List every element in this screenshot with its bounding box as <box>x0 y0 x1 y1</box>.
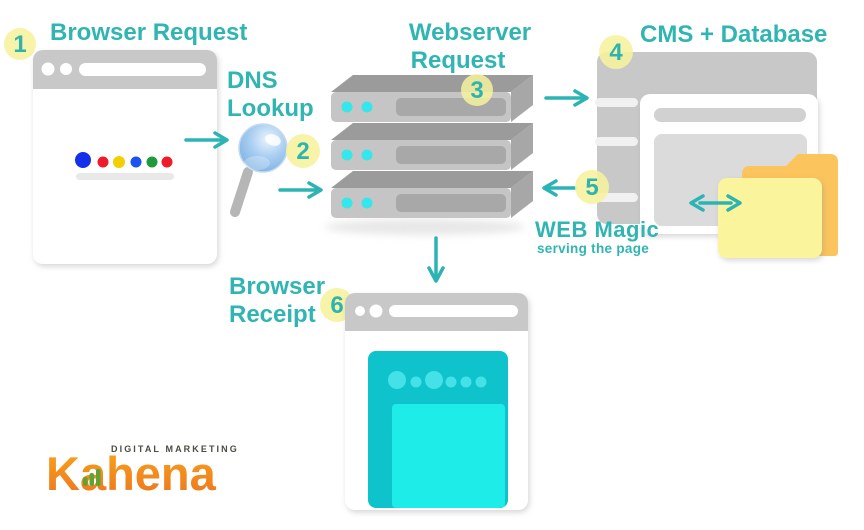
step3-number-badge <box>461 74 493 106</box>
browser-body <box>33 50 217 264</box>
arrow-right-icon <box>544 89 589 107</box>
server-panel <box>396 194 506 212</box>
logo-shadow-bar <box>76 173 174 180</box>
server-unit <box>331 171 533 218</box>
search-logo-dots <box>75 152 174 180</box>
server-panel <box>396 146 506 164</box>
lens-sheen <box>244 156 270 170</box>
page-inner-block <box>392 404 505 508</box>
step5-label-line2: serving the page <box>537 241 649 256</box>
bar-chart-icon <box>83 469 101 486</box>
server-led <box>361 101 373 113</box>
lens-highlight <box>265 134 281 146</box>
step1-browser-request: 1 Browser Request <box>4 19 247 264</box>
step1-label: Browser Request <box>50 19 247 46</box>
step5-number: 5 <box>585 174 598 201</box>
step4-label: CMS + Database <box>640 21 827 48</box>
magnifying-glass-icon <box>230 123 288 217</box>
server-side <box>511 171 533 218</box>
step3-label-line1: Webserver <box>409 19 531 46</box>
step4-number: 4 <box>609 39 623 66</box>
logo-dot-red <box>97 156 109 168</box>
logo-bar <box>83 477 88 486</box>
folder-icon <box>718 154 838 258</box>
server-unit <box>331 75 533 122</box>
cms-menu-line <box>595 137 638 146</box>
server-side <box>511 123 533 170</box>
step1-number: 1 <box>13 31 26 58</box>
step5-web-magic: 5 WEB Magic serving the page <box>535 170 659 256</box>
logo-dot-blue <box>75 152 91 168</box>
server-stack-icon <box>331 75 533 218</box>
server-panel <box>396 98 506 116</box>
arrow-left-icon <box>542 179 577 197</box>
step2-label-line2: Lookup <box>227 95 314 122</box>
server-top <box>331 75 533 92</box>
step3-webserver-request: Webserver Request <box>325 19 589 235</box>
window-dot <box>355 306 365 316</box>
logo-dot-blue2 <box>130 156 142 168</box>
logo-dot-red2 <box>161 156 173 168</box>
page-content-dots <box>388 371 487 389</box>
content-dot <box>460 376 472 388</box>
browser-window-icon <box>345 293 528 510</box>
step3-number: 3 <box>470 77 483 104</box>
browser-window-icon <box>33 50 217 264</box>
address-bar <box>79 63 206 76</box>
logo-dot-yellow <box>113 156 125 168</box>
step2-dns-lookup: DNS Lookup 2 <box>227 67 323 217</box>
logo-wordmark: Kahena <box>46 447 217 500</box>
content-dot <box>388 371 406 389</box>
logo-bar <box>89 473 94 486</box>
step5-number-badge <box>575 170 609 204</box>
window-dot <box>60 63 72 75</box>
server-top <box>331 171 533 188</box>
folder-front <box>718 178 822 258</box>
server-unit <box>331 123 533 170</box>
window-dot <box>41 62 55 76</box>
step2-number: 2 <box>296 138 309 165</box>
arrow-down-icon <box>427 236 445 283</box>
step4-cms-database: CMS + Database 4 <box>595 21 838 258</box>
server-led <box>361 149 373 161</box>
content-dot <box>475 376 487 388</box>
server-led <box>361 197 373 209</box>
logo-bar <box>96 469 101 486</box>
cms-title-bar <box>654 108 806 122</box>
step5-label-line1: WEB Magic <box>535 217 659 242</box>
server-shadow <box>325 219 525 235</box>
double-arrow-icon <box>689 194 742 212</box>
address-bar <box>389 305 518 317</box>
step3-label-line2: Request <box>411 47 506 74</box>
server-side <box>511 75 533 122</box>
logo-dot-green <box>146 156 158 168</box>
window-dot <box>369 304 383 318</box>
server-led <box>341 149 353 161</box>
kahena-logo: DIGITAL MARKETING Kahena <box>46 444 239 500</box>
step6-browser-receipt: Browser Receipt 6 <box>229 236 528 510</box>
step1-number-badge <box>4 28 36 60</box>
cms-menu-line <box>595 98 638 107</box>
content-dot <box>445 376 457 388</box>
server-led <box>341 197 353 209</box>
server-led <box>341 101 353 113</box>
step4-number-badge <box>599 35 633 69</box>
arrow-right-icon <box>278 181 323 199</box>
step2-number-badge <box>286 134 320 168</box>
step6-number: 6 <box>330 292 343 319</box>
content-dot <box>425 371 443 389</box>
logo-tagline: DIGITAL MARKETING <box>111 444 239 454</box>
step2-label-line1: DNS <box>227 67 278 94</box>
arrow-right-icon <box>184 131 229 149</box>
content-dot <box>410 376 422 388</box>
step6-label-line2: Receipt <box>229 301 316 328</box>
server-top <box>331 123 533 140</box>
magnifier-handle <box>230 167 253 217</box>
step6-label-line1: Browser <box>229 273 325 300</box>
